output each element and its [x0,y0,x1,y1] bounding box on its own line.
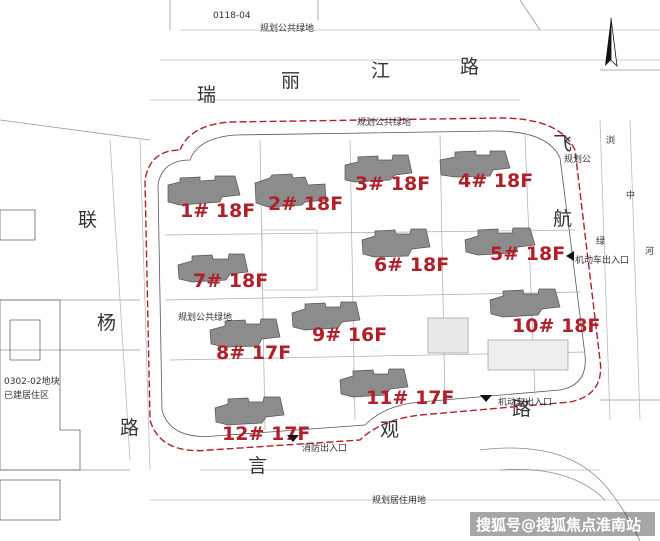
road-west-char-3: 路 [120,417,139,439]
road-west-char-2: 杨 [97,312,116,334]
road-south-char-2: 观 [380,419,399,441]
building-7-footprint [177,253,249,283]
fire-entrance: 消防出入口 [302,442,347,454]
building-label-11: 11# 17F [366,387,454,409]
site-boundary [144,117,602,452]
building-6-footprint [361,228,431,258]
entrance-arrow-fire [287,435,299,442]
green-space-top: 规划公共绿地 [260,22,314,34]
building-12-footprint [214,396,285,426]
green-space-west: 规划公共绿地 [178,311,232,323]
building-label-7: 7# 18F [193,270,268,292]
vehicle-entrance-east: 机动车出入口 [575,254,629,266]
river-label: 浏 [606,134,615,146]
road-east-char-1: 飞 [553,133,572,155]
building-9-footprint [291,301,361,331]
river-label-2: 中 [626,189,635,201]
building-label-3: 3# 18F [355,173,430,195]
built-residential: 已建居住区 [4,389,49,401]
building-labels: 1# 18F 2# 18F 3# 18F 4# 18F 5# 18F 6# 18… [180,170,600,445]
background-linework [0,0,660,501]
building-label-1: 1# 18F [180,200,255,222]
building-10-footprint [489,288,561,318]
building-label-9: 9# 16F [312,324,387,346]
entrance-arrow-south [480,395,492,402]
building-5-footprint [464,227,536,256]
entrance-markers [287,251,574,442]
road-east-char-2: 航 [553,208,572,230]
road-names: 瑞 丽 江 路 飞 航 路 联 杨 路 言 观 [78,56,572,477]
building-label-5: 5# 18F [490,243,565,265]
building-2-footprint [254,173,327,208]
green-space-east-2: 绿 [596,235,605,247]
green-space-east: 规划公 [564,153,591,165]
entrance-arrow-east [566,251,574,261]
road-north-char-3: 江 [371,60,390,82]
building-label-2: 2# 18F [268,193,343,215]
neighbor-block-outline [0,209,81,521]
road-west-char-1: 联 [78,209,97,231]
parcel-code-left: 0302-02地块 [4,375,60,387]
building-label-4: 4# 18F [458,170,533,192]
watermark-text: 搜狐号@搜狐焦点淮南站 [476,516,641,534]
green-space-north: 规划公共绿地 [357,116,411,128]
river-label-3: 河 [645,245,654,257]
building-label-8: 8# 17F [216,342,291,364]
building-4-footprint [439,150,511,178]
road-south-char-1: 言 [248,455,267,477]
watermark: 搜狐号@搜狐焦点淮南站 [470,512,655,536]
building-footprints [167,150,561,426]
building-3-footprint [344,154,413,183]
building-11-footprint [339,368,409,398]
road-north-char-4: 路 [460,56,479,78]
building-1-footprint [167,175,241,206]
building-label-10: 10# 18F [512,315,600,337]
road-north-char-2: 丽 [281,70,300,92]
vehicle-entrance-south: 机动车出入口 [498,396,552,408]
planned-residential-land: 规划居住用地 [372,494,426,506]
annotations: 0118-04 规划公共绿地 规划公共绿地 规划公 绿 规划公共绿地 0302-… [4,11,654,506]
curved-road [479,447,641,541]
road-north-char-1: 瑞 [197,84,216,106]
watermark-backdrop [470,512,655,536]
building-label-12: 12# 17F [222,423,310,445]
north-arrow-icon [605,17,618,68]
road-east-char-3: 路 [512,398,531,420]
parcel-code-top: 0118-04 [213,11,251,21]
building-8-footprint [209,318,281,348]
building-label-6: 6# 18F [374,254,449,276]
curved-road-inner [499,469,606,501]
